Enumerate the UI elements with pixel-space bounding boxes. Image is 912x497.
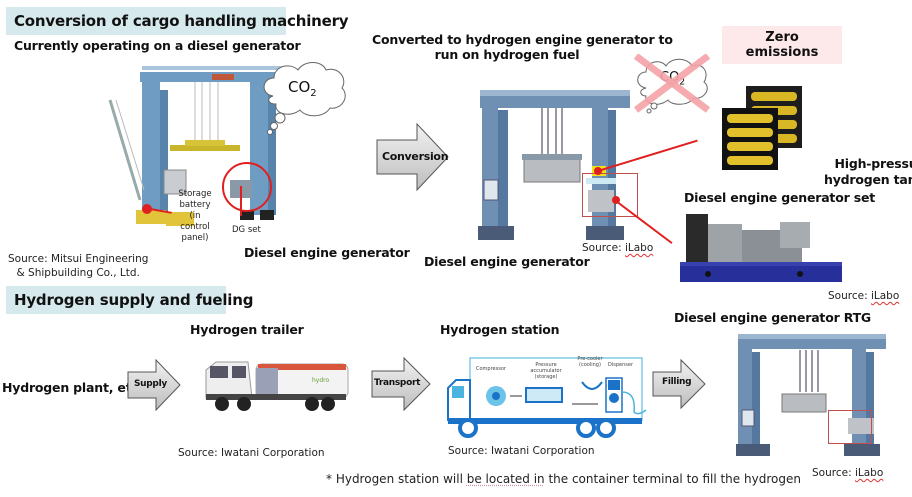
storage-battery-line-1: Storage	[178, 189, 212, 199]
converted-caption: Converted to hydrogen engine generator t…	[372, 32, 673, 62]
storage-battery-line-4: control	[180, 222, 210, 232]
dg-set-pointer-line	[240, 186, 242, 216]
storage-battery-line-3: (in	[189, 211, 201, 221]
hydrogen-trailer-image: hydro	[204, 358, 354, 418]
dg-set-highlight-circle	[222, 162, 272, 212]
station-label-compressor: Compressor	[476, 366, 506, 372]
trailer-title: Hydrogen trailer	[190, 322, 304, 337]
dg-set-label: DG set	[232, 225, 261, 235]
supply-arrow: Supply	[126, 358, 182, 412]
diesel-genset-image	[680, 210, 848, 288]
middle-crane-source: Source: iLabo	[582, 242, 654, 254]
section-header-conversion: Conversion of cargo handling machinery	[6, 7, 349, 35]
conversion-arrow: Conversion	[375, 122, 450, 192]
station-source: Source: Iwatani Corporation	[448, 445, 595, 457]
tanks-label-line-1: High-pressure	[834, 156, 912, 171]
station-label-dispenser: Dispenser	[608, 362, 633, 368]
cross-mark-icon	[633, 54, 711, 113]
converted-caption-line-1: Converted to hydrogen engine generator t…	[372, 32, 673, 47]
rtg-crane-image	[728, 330, 892, 460]
left-diesel-generator-label: Diesel engine generator	[244, 245, 410, 260]
filling-arrow-label: Filling	[662, 377, 692, 387]
co2-thought-cloud: CO2	[258, 56, 350, 136]
svg-text:hydro: hydro	[312, 377, 329, 384]
footnote: * Hydrogen station will be located in th…	[326, 472, 801, 486]
supply-arrow-label: Supply	[134, 379, 167, 389]
mitsui-source-line-2: & Shipbuilding Co., Ltd.	[16, 267, 140, 279]
conversion-arrow-label: Conversion	[382, 150, 449, 163]
rtg-source: Source: iLabo	[812, 467, 884, 479]
storage-battery-label: Storage battery (in control panel)	[176, 189, 214, 244]
rtg-title: Diesel engine generator RTG	[674, 310, 871, 325]
storage-battery-line-2: battery	[179, 200, 211, 210]
converted-crane-image	[462, 80, 632, 250]
genset-marker-dot	[612, 196, 620, 204]
tanks-label-line-2: hydrogen tanks	[824, 172, 912, 187]
current-caption: Currently operating on a diesel generato…	[14, 38, 301, 53]
section-header-hydrogen-supply: Hydrogen supply and fueling	[6, 286, 253, 314]
converted-caption-line-2: run on hydrogen fuel	[434, 47, 580, 62]
rtg-generator-highlight-box	[828, 410, 872, 444]
trailer-source: Source: Iwatani Corporation	[178, 447, 325, 459]
crossed-co2-cloud: CO2	[632, 54, 712, 114]
co2-text: CO2	[288, 78, 317, 99]
genset-source: Source: iLabo	[828, 290, 900, 302]
storage-battery-line-5: panel)	[181, 233, 209, 243]
mitsui-source: Source: Mitsui Engineering & Shipbuildin…	[8, 252, 148, 280]
transport-arrow-label: Transport	[374, 378, 421, 388]
transport-arrow: Transport	[370, 356, 432, 412]
hydrogen-tanks-image	[722, 82, 810, 172]
genset-label: Diesel engine generator set	[684, 190, 876, 205]
hydrogen-station-diagram: Compressor Pressure accumulator (storage…	[446, 352, 650, 440]
battery-marker-dot	[142, 204, 152, 214]
mitsui-source-line-1: Source: Mitsui Engineering	[8, 253, 149, 265]
station-title: Hydrogen station	[440, 322, 560, 337]
plant-label: Hydrogen plant, etc.	[2, 380, 144, 395]
tanks-label: High-pressure hydrogen tanks	[824, 156, 912, 188]
station-label-precooler: Pre-cooler (cooling)	[577, 356, 603, 368]
middle-diesel-generator-label: Diesel engine generator	[424, 254, 590, 269]
zero-emissions-badge: Zero emissions	[722, 26, 842, 64]
station-label-accumulator: Pressure accumulator (storage)	[530, 362, 562, 380]
filling-arrow: Filling	[651, 358, 707, 410]
generator-highlight-box	[582, 173, 638, 217]
